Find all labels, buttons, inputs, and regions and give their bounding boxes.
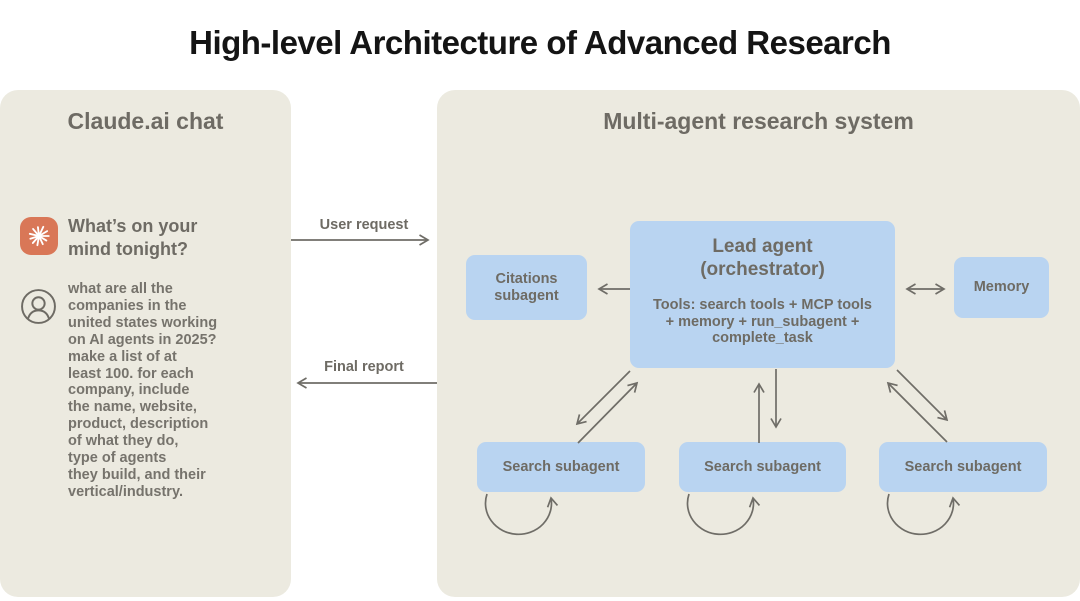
user-request-label: User request (319, 217, 409, 233)
search-subagent-box-2: Search subagent (679, 442, 846, 492)
memory-box: Memory (954, 257, 1049, 318)
citations-subagent-label: Citations subagent (494, 270, 559, 304)
user-avatar-icon (20, 288, 57, 325)
memory-label: Memory (973, 279, 1030, 295)
final-report-label: Final report (324, 359, 404, 375)
lead-agent-title: Lead agent (orchestrator) (700, 236, 825, 280)
starburst-glyph (28, 225, 50, 247)
citations-subagent-box: Citations subagent (466, 255, 587, 320)
search-subagent-box-3: Search subagent (879, 442, 1047, 492)
assistant-prompt-text: What’s on your mind tonight? (68, 216, 198, 259)
search-subagent-label: Search subagent (904, 458, 1022, 475)
search-subagent-box-1: Search subagent (477, 442, 645, 492)
lead-agent-box: Lead agent (orchestrator) Tools: search … (630, 221, 895, 368)
claude-chat-panel (0, 90, 291, 597)
page-title: High-level Architecture of Advanced Rese… (189, 24, 891, 61)
claude-starburst-icon (20, 217, 58, 255)
search-subagent-label: Search subagent (502, 458, 620, 475)
search-subagent-label: Search subagent (704, 458, 821, 475)
multi-agent-panel-title: Multi-agent research system (603, 108, 914, 134)
lead-agent-tools: Tools: search tools + MCP tools + memory… (652, 297, 872, 347)
claude-chat-panel-title: Claude.ai chat (67, 108, 224, 134)
user-message-text: what are all the companies in the united… (68, 281, 218, 500)
